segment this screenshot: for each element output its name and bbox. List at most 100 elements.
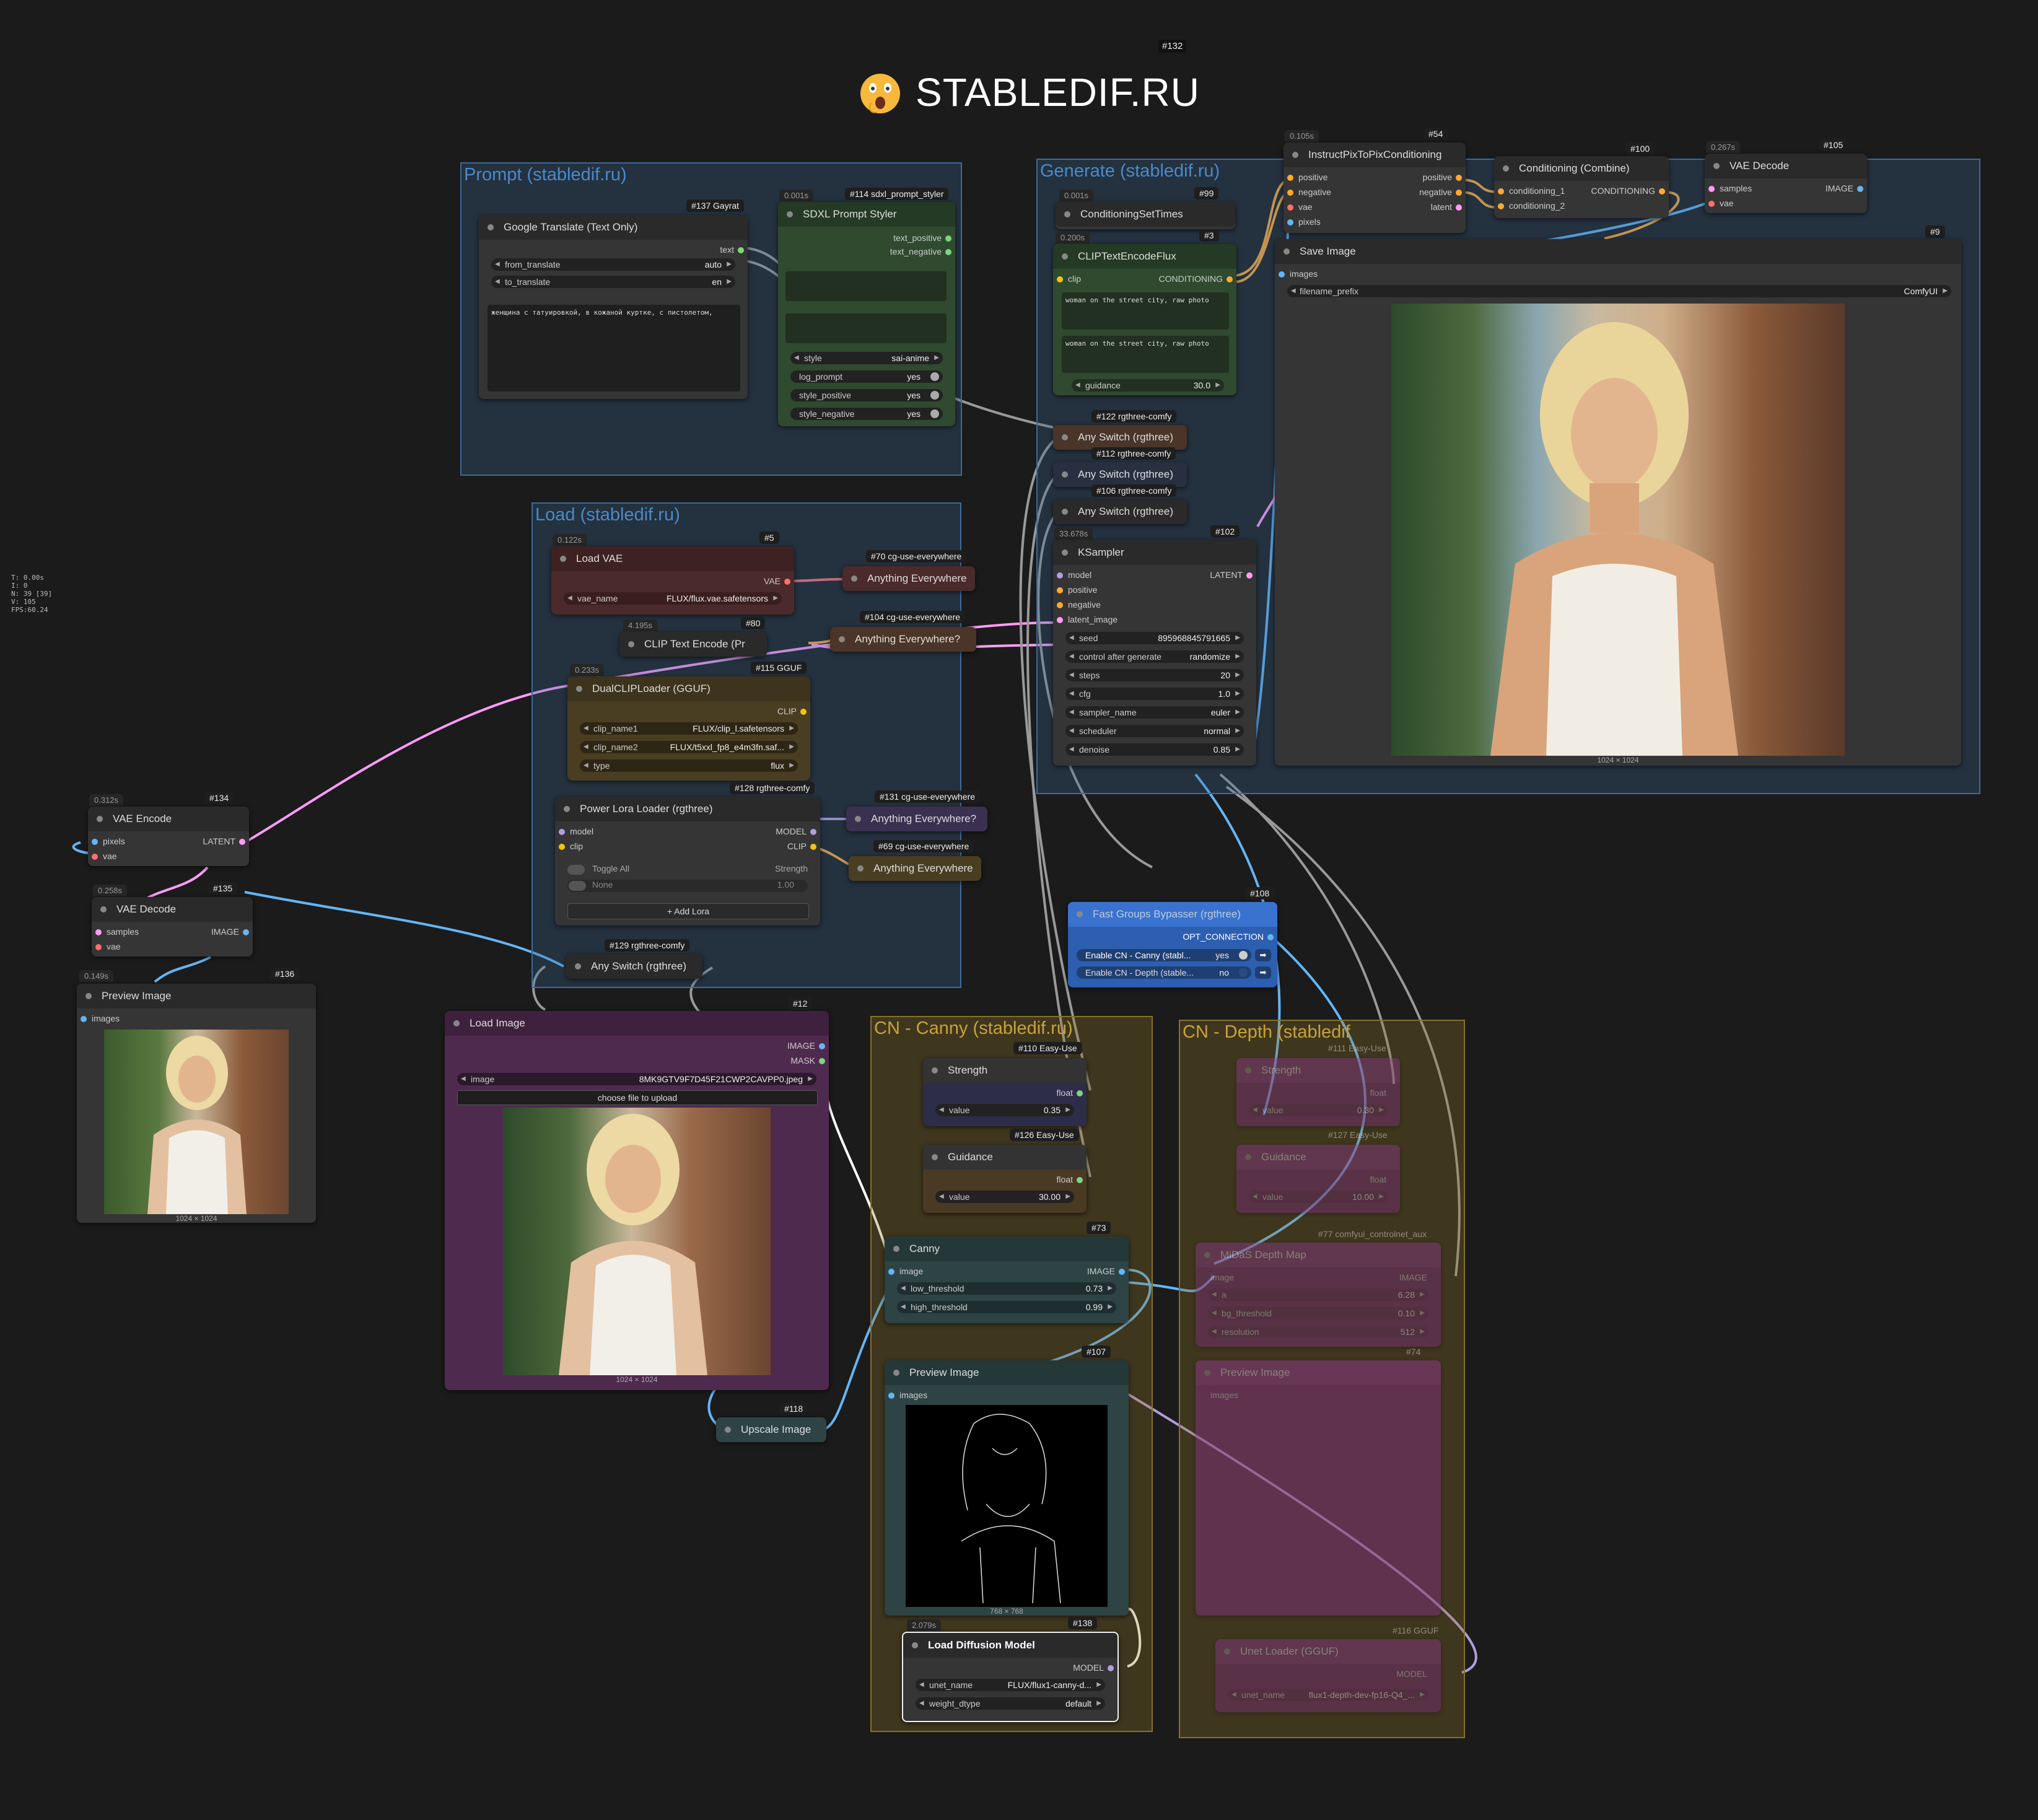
lora-row-none[interactable]: None 1.00 <box>567 880 808 892</box>
input-dot[interactable] <box>1279 271 1285 278</box>
a-widget[interactable]: a6.28 <box>1208 1288 1428 1301</box>
output-dot[interactable] <box>1227 276 1233 282</box>
upload-button[interactable]: choose file to upload <box>457 1090 818 1105</box>
node-depth-preview-image[interactable]: Preview Image images <box>1196 1360 1441 1616</box>
input-dot[interactable] <box>92 839 98 845</box>
node-sdxl-prompt-styler[interactable]: SDXL Prompt Styler text_positive text_ne… <box>778 202 955 426</box>
node-load-image[interactable]: Load Image IMAGE MASK image8MK9GTV9F7D45… <box>445 1011 829 1390</box>
node-upscale-image[interactable]: Upscale Image <box>716 1417 826 1442</box>
node-any-switch-122[interactable]: Any Switch (rgthree) <box>1053 425 1187 450</box>
node-anything-everywhere-70[interactable]: Anything Everywhere <box>842 566 975 591</box>
node-vae-encode[interactable]: VAE Encode pixels vae LATENT <box>88 807 249 866</box>
node-anything-everywhere-104[interactable]: Anything Everywhere? <box>830 627 976 652</box>
positive-text-box[interactable] <box>785 271 947 301</box>
unet-name-widget[interactable]: unet_nameFLUX/flux1-canny-d... <box>916 1679 1105 1691</box>
input-dot[interactable] <box>1708 186 1715 192</box>
enable-canny-toggle[interactable]: Enable CN - Canny (stabl...yes <box>1077 949 1251 961</box>
clip-text-1[interactable]: woman on the street city, raw photo <box>1062 292 1229 330</box>
toggle-all-row[interactable]: Toggle All Strength <box>567 864 808 876</box>
output-dot[interactable] <box>945 249 951 255</box>
input-dot[interactable] <box>1057 602 1063 608</box>
input-dot[interactable] <box>1057 617 1063 623</box>
input-dot[interactable] <box>1057 276 1063 282</box>
output-dot[interactable] <box>1456 190 1462 196</box>
node-preview-image-136[interactable]: Preview Image images 1024 × 1024 <box>77 984 316 1223</box>
output-dot[interactable] <box>1077 1177 1083 1183</box>
input-dot[interactable] <box>888 1269 894 1275</box>
clip-text-2[interactable]: woman on the street city, raw photo <box>1062 336 1229 373</box>
input-dot[interactable] <box>95 944 102 950</box>
output-dot[interactable] <box>945 235 951 242</box>
input-dot[interactable] <box>1287 204 1293 211</box>
input-dot[interactable] <box>1287 219 1293 225</box>
node-any-switch-129[interactable]: Any Switch (rgthree) <box>566 954 702 979</box>
input-dot[interactable] <box>888 1393 894 1399</box>
node-conditioning-set-times[interactable]: ConditioningSetTimes <box>1056 202 1235 229</box>
output-dot[interactable] <box>1119 1269 1125 1275</box>
output-dot[interactable] <box>800 709 807 715</box>
enable-depth-toggle[interactable]: Enable CN - Depth (stable...no <box>1077 966 1251 979</box>
node-midas-depth-map[interactable]: MiDaS Depth Map image IMAGE a6.28 bg_thr… <box>1196 1243 1441 1347</box>
node-conditioning-combine[interactable]: Conditioning (Combine) conditioning_1 co… <box>1494 156 1669 218</box>
output-dot[interactable] <box>819 1043 825 1049</box>
output-dot[interactable] <box>819 1058 825 1064</box>
output-dot[interactable] <box>1246 572 1253 579</box>
output-dot[interactable] <box>810 829 816 835</box>
node-fast-groups-bypasser[interactable]: Fast Groups Bypasser (rgthree) OPT_CONNE… <box>1068 902 1277 987</box>
node-any-switch-112[interactable]: Any Switch (rgthree) <box>1053 462 1187 487</box>
input-dot[interactable] <box>559 829 565 835</box>
text-input[interactable]: женщина с татуировкой, в кожаной куртке,… <box>488 305 740 392</box>
output-dot[interactable] <box>784 579 790 585</box>
negative-text-box[interactable] <box>785 313 947 343</box>
group-depth[interactable]: CN - Depth (stabledif <box>1179 1020 1465 1738</box>
output-dot[interactable] <box>239 839 245 845</box>
input-dot[interactable] <box>1057 587 1063 593</box>
node-unet-loader-gguf[interactable]: Unet Loader (GGUF) MODEL unet_nameflux1-… <box>1215 1639 1441 1712</box>
input-dot[interactable] <box>1708 201 1715 207</box>
output-dot[interactable] <box>1659 188 1665 195</box>
output-dot[interactable] <box>810 844 816 850</box>
output-dot[interactable] <box>1267 934 1274 940</box>
output-dot[interactable] <box>243 929 249 935</box>
node-any-switch-106[interactable]: Any Switch (rgthree) <box>1053 499 1187 524</box>
output-dot[interactable] <box>1108 1665 1114 1671</box>
node-clip-text-encode-flux[interactable]: CLIPTextEncodeFlux clip CONDITIONING wom… <box>1053 244 1236 395</box>
node-load-vae[interactable]: Load VAE VAE vae_nameFLUX/flux.vae.safet… <box>551 546 794 615</box>
input-dot[interactable] <box>1287 175 1293 181</box>
node-clip-text-encode-collapsed[interactable]: CLIP Text Encode (Pr <box>619 632 767 657</box>
add-lora-button[interactable]: + Add Lora <box>567 903 809 919</box>
node-vae-decode-top[interactable]: VAE Decode samples vae IMAGE <box>1705 154 1867 213</box>
node-preview-image-107[interactable]: Preview Image images 768 × 768 <box>885 1360 1129 1616</box>
input-dot[interactable] <box>1287 190 1293 196</box>
output-dot[interactable] <box>1456 175 1462 181</box>
navigate-arrow-icon[interactable]: ➡ <box>1255 949 1271 961</box>
input-dot[interactable] <box>95 929 102 935</box>
output-dot[interactable] <box>1857 186 1863 192</box>
